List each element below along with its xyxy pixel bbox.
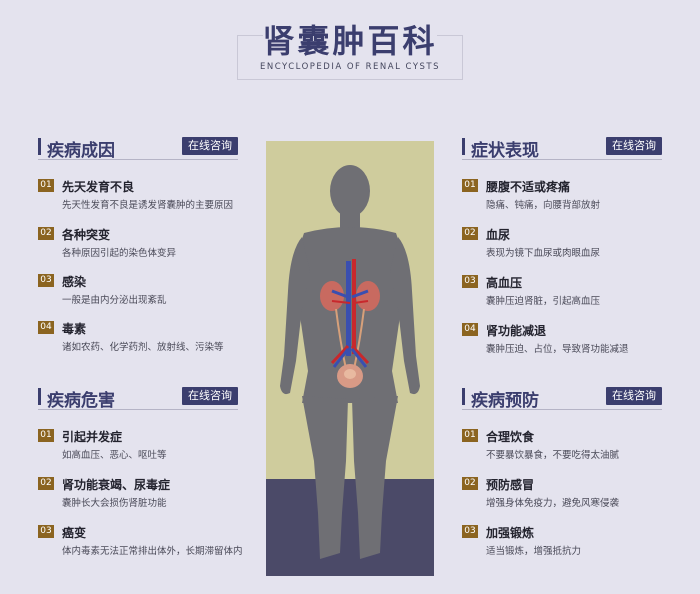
- item-number: 01: [462, 179, 478, 192]
- item-desc: 诸如农药、化学药剂、放射线、污染等: [62, 342, 224, 353]
- item-number: 03: [462, 275, 478, 288]
- item-desc: 隐痛、钝痛，向腰背部放射: [486, 200, 601, 211]
- item-number: 01: [38, 429, 54, 442]
- section-bar: [38, 388, 41, 405]
- item-title: 毒素: [62, 322, 87, 336]
- section-header: 疾病预防 在线咨询: [462, 386, 662, 411]
- section-title: 症状表现: [471, 141, 539, 161]
- item-number: 04: [38, 321, 54, 334]
- item-number: 03: [38, 525, 54, 538]
- online-consult-button[interactable]: 在线咨询: [606, 137, 662, 155]
- item-desc: 如高血压、恶心、呕吐等: [62, 450, 167, 461]
- section-causes: 疾病成因 在线咨询 01 先天发育不良 先天性发育不良是诱发肾囊肿的主要原因 0…: [38, 136, 238, 353]
- item-desc: 囊肿压迫肾脏，引起高血压: [486, 296, 601, 307]
- item-desc: 囊肿压迫、占位，导致肾功能减退: [486, 344, 629, 355]
- section-header: 症状表现 在线咨询: [462, 136, 662, 161]
- item-number: 02: [38, 227, 54, 240]
- section-bar: [462, 138, 465, 155]
- item-title: 感染: [62, 275, 87, 289]
- item-title: 肾功能减退: [486, 324, 547, 338]
- item-number: 04: [462, 323, 478, 336]
- item-title: 各种突变: [62, 228, 111, 242]
- item-desc: 适当锻炼，增强抵抗力: [486, 546, 582, 557]
- header-frame: [237, 35, 463, 80]
- section-symptoms: 症状表现 在线咨询 01 腰腹不适或疼痛 隐痛、钝痛，向腰背部放射 02 血尿 …: [462, 136, 662, 355]
- item-title: 腰腹不适或疼痛: [486, 180, 571, 194]
- item-number: 03: [38, 274, 54, 287]
- item-title: 合理饮食: [486, 430, 535, 444]
- item-desc: 先天性发育不良是诱发肾囊肿的主要原因: [62, 200, 234, 211]
- item-title: 先天发育不良: [62, 180, 135, 194]
- human-body-kidney-icon: [266, 141, 434, 576]
- item-number: 03: [462, 525, 478, 538]
- item-desc: 不要暴饮暴食，不要吃得太油腻: [486, 450, 620, 461]
- item-number: 02: [462, 227, 478, 240]
- item-title: 癌变: [62, 526, 87, 540]
- item-title: 预防感冒: [486, 478, 535, 492]
- section-title: 疾病预防: [471, 391, 539, 411]
- item-number: 01: [38, 179, 54, 192]
- section-header: 疾病成因 在线咨询: [38, 136, 238, 161]
- item-desc: 一般是由内分泌出现紊乱: [62, 295, 167, 306]
- page-subtitle: ENCYCLOPEDIA OF RENAL CYSTS: [260, 62, 440, 72]
- item-title: 血尿: [486, 228, 511, 242]
- section-harm: 疾病危害 在线咨询 01 引起并发症 如高血压、恶心、呕吐等 02 肾功能衰竭、…: [38, 386, 243, 557]
- item-title: 加强锻炼: [486, 526, 535, 540]
- item-desc: 囊肿长大会损伤肾脏功能: [62, 498, 167, 509]
- item-title: 肾功能衰竭、尿毒症: [62, 478, 171, 492]
- item-number: 02: [462, 477, 478, 490]
- item-number: 02: [38, 477, 54, 490]
- online-consult-button[interactable]: 在线咨询: [182, 387, 238, 405]
- item-number: 01: [462, 429, 478, 442]
- page-title: 肾囊肿百科: [262, 22, 438, 60]
- item-desc: 各种原因引起的染色体变异: [62, 248, 177, 259]
- item-desc: 体内毒素无法正常排出体外，长期滞留体内: [62, 546, 243, 557]
- online-consult-button[interactable]: 在线咨询: [182, 137, 238, 155]
- item-title: 高血压: [486, 276, 523, 290]
- section-title: 疾病危害: [47, 391, 115, 411]
- section-bar: [38, 138, 41, 155]
- item-title: 引起并发症: [62, 430, 123, 444]
- section-bar: [462, 388, 465, 405]
- item-desc: 增强身体免疫力，避免风寒侵袭: [486, 498, 620, 509]
- section-title: 疾病成因: [47, 141, 115, 161]
- section-header: 疾病危害 在线咨询: [38, 386, 238, 411]
- online-consult-button[interactable]: 在线咨询: [606, 387, 662, 405]
- section-prevention: 疾病预防 在线咨询 01 合理饮食 不要暴饮暴食，不要吃得太油腻 02 预防感冒…: [462, 386, 662, 557]
- item-desc: 表现为镜下血尿或肉眼血尿: [486, 248, 601, 259]
